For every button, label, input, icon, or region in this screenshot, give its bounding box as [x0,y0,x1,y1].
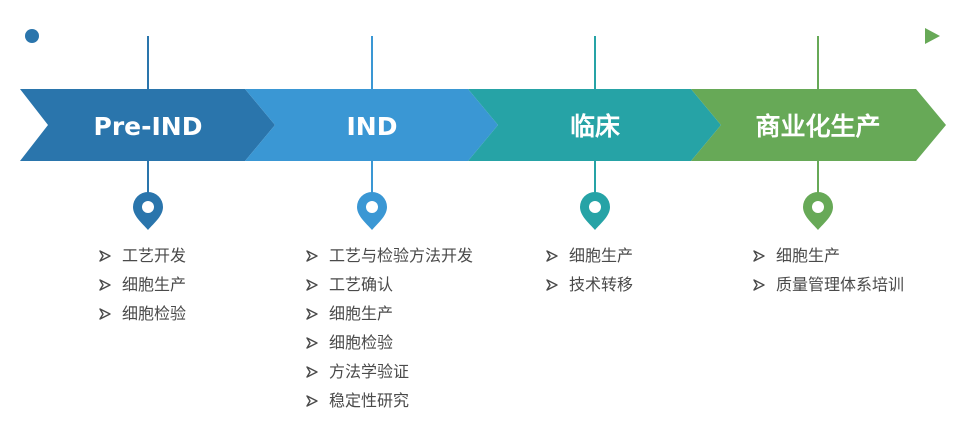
list-item: 工艺与检验方法开发 [305,241,473,270]
list-item: 稳定性研究 [305,386,473,415]
stage-label-commercial: 商业化生产 [755,112,880,141]
list-item: 细胞生产 [98,270,186,299]
list-item-label: 细胞生产 [776,246,841,265]
timeline-end-arrow [925,28,940,44]
stage-item-list: 细胞生产 质量管理体系培训 [752,241,904,299]
list-item: 细胞检验 [98,299,186,328]
list-item-label: 技术转移 [569,275,634,294]
location-pin-icon [580,192,610,230]
location-pin-icon [133,192,163,230]
arrow-bullet-icon [98,249,112,263]
stage-label-ind: IND [347,112,398,141]
arrow-bullet-icon [752,249,766,263]
list-item: 细胞生产 [752,241,904,270]
list-item: 方法学验证 [305,357,473,386]
arrow-bullet-icon [305,394,319,408]
list-item-label: 工艺开发 [122,246,187,265]
stage-chevron-commercial [691,89,946,161]
arrow-bullet-icon [305,365,319,379]
list-item-label: 质量管理体系培训 [776,275,905,294]
list-item-label: 细胞生产 [122,275,187,294]
list-item-label: 细胞检验 [329,333,394,352]
list-item-label: 工艺确认 [329,275,394,294]
list-item: 细胞生产 [545,241,633,270]
arrow-bullet-icon [305,249,319,263]
arrow-bullet-icon [305,307,319,321]
stage-chevron-pre-ind [20,89,275,161]
list-item-label: 细胞生产 [329,304,394,323]
timeline-start-dot [25,29,39,43]
arrow-bullet-icon [545,249,559,263]
arrow-bullet-icon [305,336,319,350]
arrow-bullet-icon [98,307,112,321]
stage-label-clinical: 临床 [570,112,620,141]
list-item-label: 方法学验证 [329,362,410,381]
list-item: 技术转移 [545,270,633,299]
location-pin-icon [357,192,387,230]
list-item: 细胞检验 [305,328,473,357]
arrow-bullet-icon [98,278,112,292]
list-item-label: 工艺与检验方法开发 [329,246,474,265]
stage-chevron-clinical [468,89,721,161]
list-item: 细胞生产 [305,299,473,328]
stage-item-list: 工艺开发 细胞生产 细胞检验 [98,241,186,328]
arrow-bullet-icon [305,278,319,292]
list-item: 工艺开发 [98,241,186,270]
list-item: 工艺确认 [305,270,473,299]
stage-item-list: 细胞生产 技术转移 [545,241,633,299]
stage-chevron-ind [245,89,498,161]
arrow-bullet-icon [545,278,559,292]
location-pin-icon [803,192,833,230]
list-item-label: 细胞生产 [569,246,634,265]
list-item-label: 细胞检验 [122,304,187,323]
list-item-label: 稳定性研究 [329,391,410,410]
stage-item-list: 工艺与检验方法开发 工艺确认 细胞生产 细胞检验 方法学验证 稳定性研究 [305,241,473,415]
stage-label-pre-ind: Pre-IND [94,112,203,141]
arrow-bullet-icon [752,278,766,292]
list-item: 质量管理体系培训 [752,270,904,299]
